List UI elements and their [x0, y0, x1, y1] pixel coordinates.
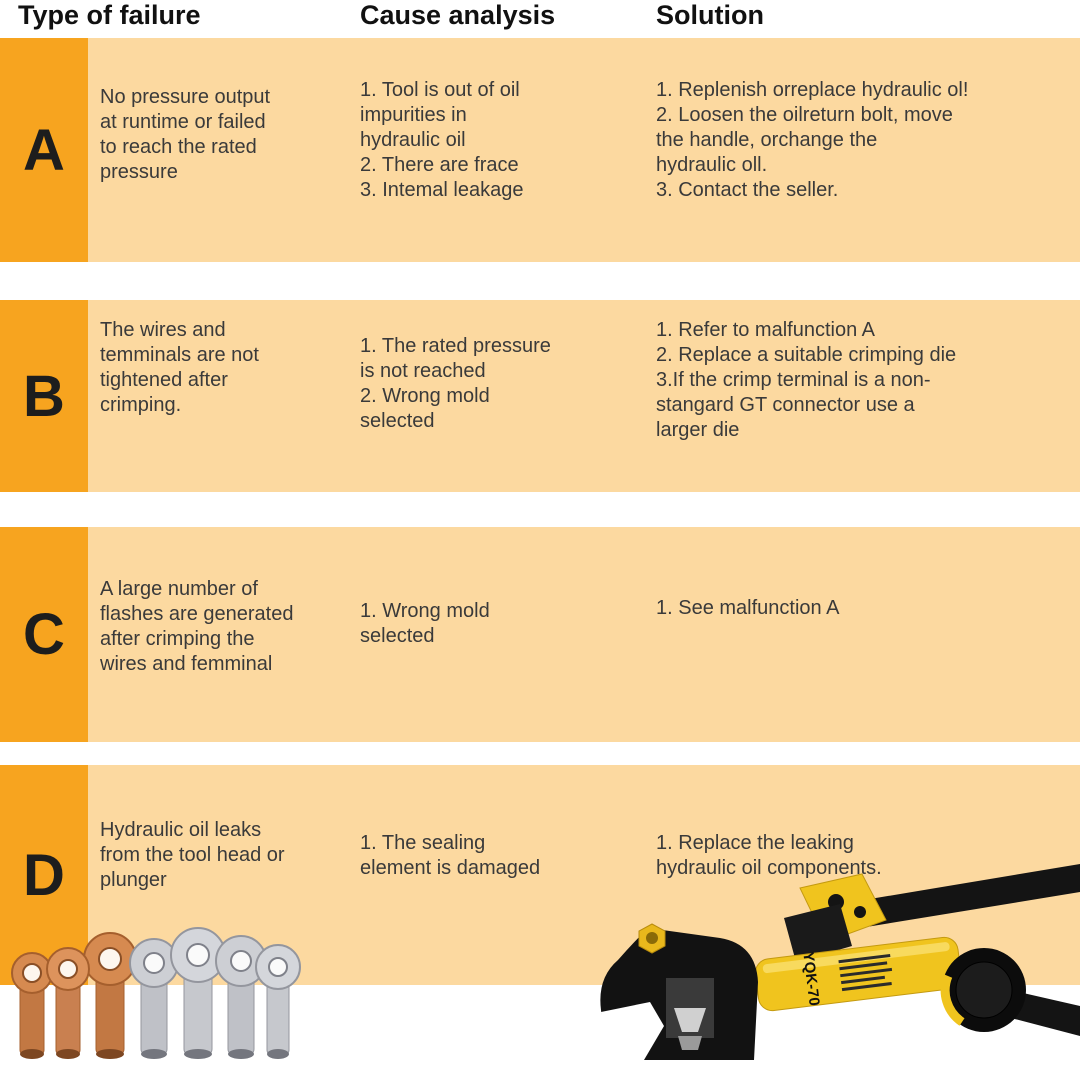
- tool-head: [600, 923, 758, 1060]
- tool-cylinder: YQK-70: [754, 936, 962, 1012]
- silver-lug-4: [255, 944, 301, 1059]
- row-c-failure-text: A large number of flashes are generated …: [100, 578, 294, 675]
- column-header-type-of-failure: Type of failure: [18, 0, 201, 30]
- row-c-solution-text: 1. See malfunction A: [656, 597, 840, 619]
- failure-row-b: B The wires and temminals are not tighte…: [0, 300, 1080, 492]
- row-a-letter-badge: A: [0, 38, 88, 262]
- row-a-cause-text: 1. Tool is out of oil impurities in hydr…: [360, 79, 524, 201]
- tool-dial-knob: [940, 948, 1026, 1032]
- column-header-solution: Solution: [656, 0, 764, 30]
- copper-lug-small-2: [46, 947, 90, 1059]
- copper-lug-small-1: [11, 952, 53, 1059]
- row-c-cause-text: 1. Wrong mold selected: [360, 600, 490, 647]
- silver-lug-2: [170, 927, 226, 1059]
- tool-model-text: YQK-70: [799, 951, 822, 1007]
- row-c-letter-badge: C: [0, 527, 88, 742]
- row-d-cause-text: 1. The sealing element is damaged: [360, 832, 541, 879]
- copper-lug-large: [83, 932, 137, 1059]
- row-a-solution-text: 1. Replenish orreplace hydraulic ol! 2. …: [656, 79, 969, 201]
- row-d-solution-text: 1. Replace the leaking hydraulic oil com…: [656, 832, 882, 879]
- crimping-tool-svg: YQK-70: [600, 864, 1080, 1060]
- row-b-solution-text: 1. Refer to malfunction A 2. Replace a s…: [656, 319, 957, 441]
- tool-spec-label: [838, 953, 893, 992]
- row-b-letter-badge: B: [0, 300, 88, 492]
- failure-row-c: C A large number of flashes are generate…: [0, 527, 1080, 742]
- failure-row-a: A No pressure output at runtime or faile…: [0, 38, 1080, 262]
- row-d-failure-text: Hydraulic oil leaks from the tool head o…: [100, 819, 285, 891]
- crimping-tool-image: YQK-70: [588, 860, 1080, 1067]
- terminal-lugs-svg: [11, 927, 301, 1059]
- row-a-letter: A: [23, 117, 65, 183]
- row-b-failure-text: The wires and temminals are not tightene…: [100, 319, 259, 416]
- tool-upper-handle-icon: [840, 864, 1080, 930]
- row-c-letter: C: [23, 602, 65, 667]
- silver-lug-1: [129, 938, 179, 1059]
- row-b-cause-text: 1. The rated pressure is not reached 2. …: [360, 335, 551, 432]
- tool-link: [784, 904, 852, 962]
- terminal-lugs-image: [4, 927, 304, 1067]
- row-d-letter: D: [23, 842, 65, 908]
- silver-lug-3: [215, 935, 267, 1059]
- column-header-cause-analysis: Cause analysis: [360, 0, 556, 30]
- row-a-failure-text: No pressure output at runtime or failed …: [100, 86, 271, 183]
- row-b-letter: B: [23, 363, 65, 429]
